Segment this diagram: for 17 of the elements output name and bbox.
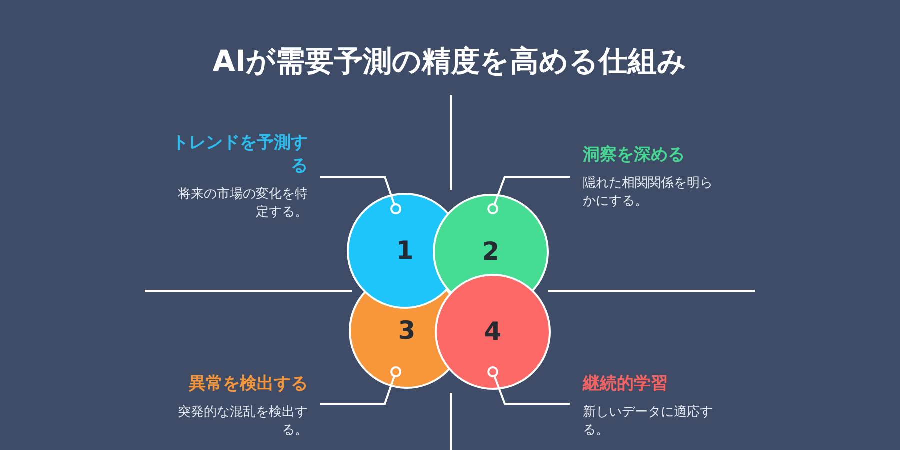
title: AIが需要予測の精度を高める仕組み xyxy=(212,43,688,80)
step-heading: 異常を検出する xyxy=(188,373,308,396)
step-number: 3 xyxy=(397,316,417,346)
step-description: 将来の市場の変化を特定する。 xyxy=(177,186,308,222)
leader-line xyxy=(320,366,402,405)
step-description: 突発的な混乱を検出する。 xyxy=(177,404,308,440)
step-heading: 洞察を深める xyxy=(583,144,686,167)
step-number: 2 xyxy=(481,237,501,267)
step-description: 隠れた相関関係を明らかにする。 xyxy=(583,175,714,211)
leader-line xyxy=(488,366,570,405)
step-number: 4 xyxy=(483,317,503,347)
step-description: 新しいデータに適応する。 xyxy=(583,404,714,440)
step-number: 1 xyxy=(395,236,415,266)
leader-line xyxy=(320,176,402,215)
leader-line xyxy=(488,176,570,214)
step-heading: トレンドを予測する xyxy=(171,132,308,178)
step-heading: 継続的学習 xyxy=(583,373,669,396)
